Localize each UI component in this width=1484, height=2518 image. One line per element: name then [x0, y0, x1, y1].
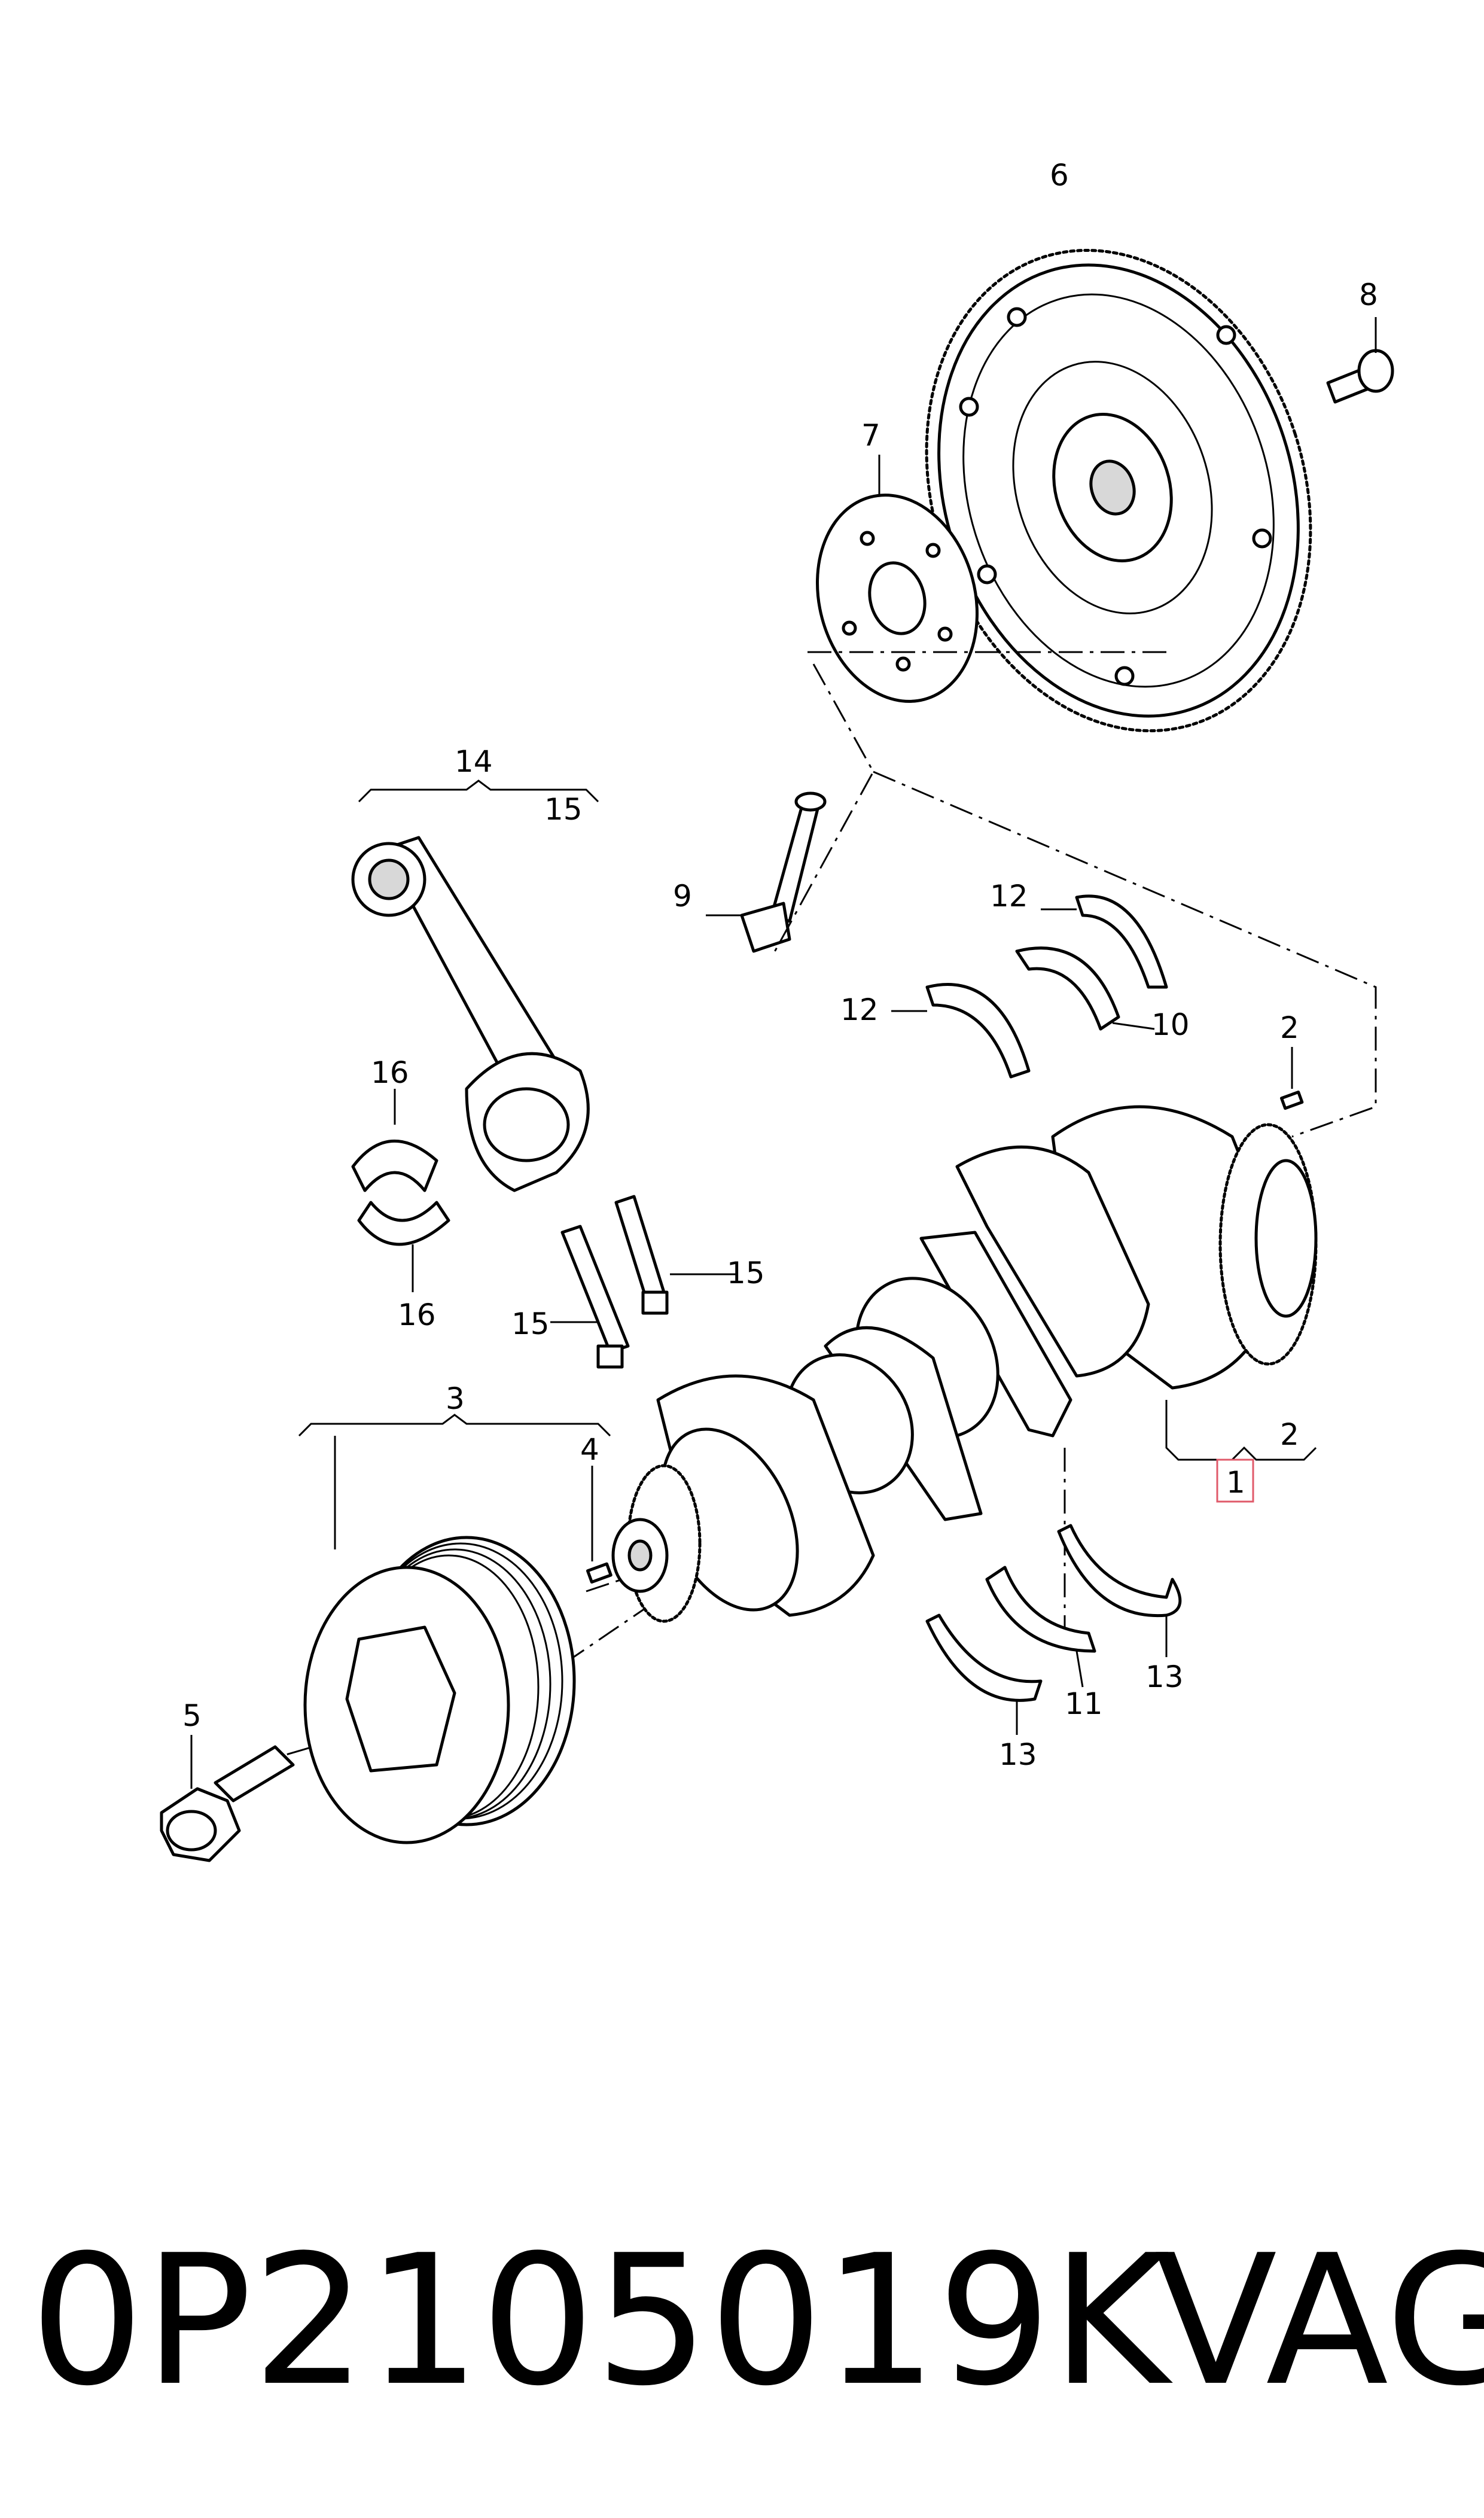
callout-12-top: 12 — [990, 879, 1028, 914]
upper-main-bearings — [891, 894, 1168, 1079]
callout-13-bottom: 13 — [999, 1737, 1037, 1772]
callout-15-right: 15 — [727, 1256, 765, 1290]
callout-9: 9 — [673, 879, 692, 914]
callout-8: 8 — [1359, 278, 1378, 312]
callout-14: 14 — [455, 744, 493, 779]
callout-6: 6 — [1050, 158, 1069, 193]
callout-16-top: 16 — [371, 1055, 409, 1090]
lower-main-bearings — [925, 1524, 1182, 1735]
flywheel-bolt — [1326, 317, 1394, 404]
rod-bolts — [550, 1195, 736, 1369]
footer: 0P2105019K VAG — [30, 2216, 1484, 2425]
part-1-highlight — [1216, 1459, 1254, 1503]
brand-name: VAG — [1154, 2216, 1484, 2425]
callout-4: 4 — [580, 1432, 599, 1467]
callout-10: 10 — [1151, 1007, 1190, 1042]
callout-2-top: 2 — [1280, 1010, 1299, 1045]
callout-3: 3 — [446, 1381, 465, 1416]
callout-11: 11 — [1065, 1686, 1103, 1721]
crank-sensor — [706, 791, 827, 953]
callout-16-bottom: 16 — [398, 1298, 436, 1332]
callout-7: 7 — [861, 418, 880, 453]
rod-bearing-shells — [351, 1089, 450, 1292]
dowel-pin-pulley — [586, 1562, 613, 1584]
callout-1: 1 — [1226, 1465, 1245, 1500]
callout-2-bottom: 2 — [1280, 1417, 1299, 1452]
part-number: 0P2105019K — [30, 2216, 1169, 2425]
pulley-bolt — [160, 1735, 295, 1862]
flywheel — [925, 248, 1312, 733]
callout-12-left: 12 — [840, 992, 879, 1027]
connecting-rod — [351, 836, 590, 1192]
callout-15-top: 15 — [544, 792, 583, 827]
crankshaft — [611, 1105, 1318, 1623]
callout-5: 5 — [182, 1698, 202, 1733]
drive-plate — [816, 455, 979, 703]
callout-15-bottom: 15 — [511, 1307, 550, 1341]
dowel-pin-upper — [1279, 1090, 1304, 1110]
crank-pulley — [303, 1436, 576, 1844]
callout-13-right: 13 — [1145, 1660, 1184, 1694]
